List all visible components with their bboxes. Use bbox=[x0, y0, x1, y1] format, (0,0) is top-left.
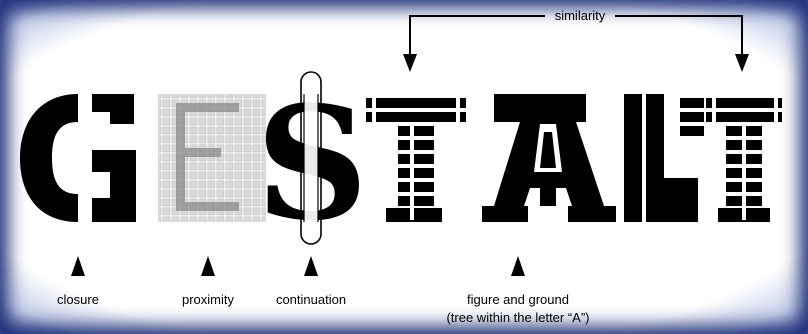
closure-pointer-icon bbox=[71, 256, 85, 276]
proximity-pointer-icon bbox=[201, 256, 215, 276]
figure-ground-label: figure and ground bbox=[467, 292, 569, 307]
letter-t-first-similarity bbox=[366, 94, 466, 222]
figure-ground-sublabel: (tree within the letter “A”) bbox=[446, 310, 590, 325]
similarity-arrow-right-icon bbox=[735, 54, 749, 72]
letter-g-closure bbox=[20, 94, 136, 222]
similarity-bracket bbox=[409, 15, 743, 56]
continuation-pointer-icon bbox=[304, 256, 318, 276]
letter-s-continuation: S bbox=[256, 71, 368, 255]
proximity-label: proximity bbox=[181, 292, 234, 307]
letter-t-second-similarity bbox=[706, 94, 782, 222]
letter-a-figure-ground bbox=[482, 94, 616, 222]
figure-ground-pointer-icon bbox=[511, 256, 525, 276]
closure-label: closure bbox=[57, 292, 99, 307]
continuation-label: continuation bbox=[275, 292, 347, 307]
letter-e-proximity bbox=[158, 94, 266, 222]
letter-l-similarity bbox=[624, 94, 704, 222]
similarity-label: similarity bbox=[554, 8, 606, 23]
similarity-arrow-left-icon bbox=[403, 54, 417, 72]
